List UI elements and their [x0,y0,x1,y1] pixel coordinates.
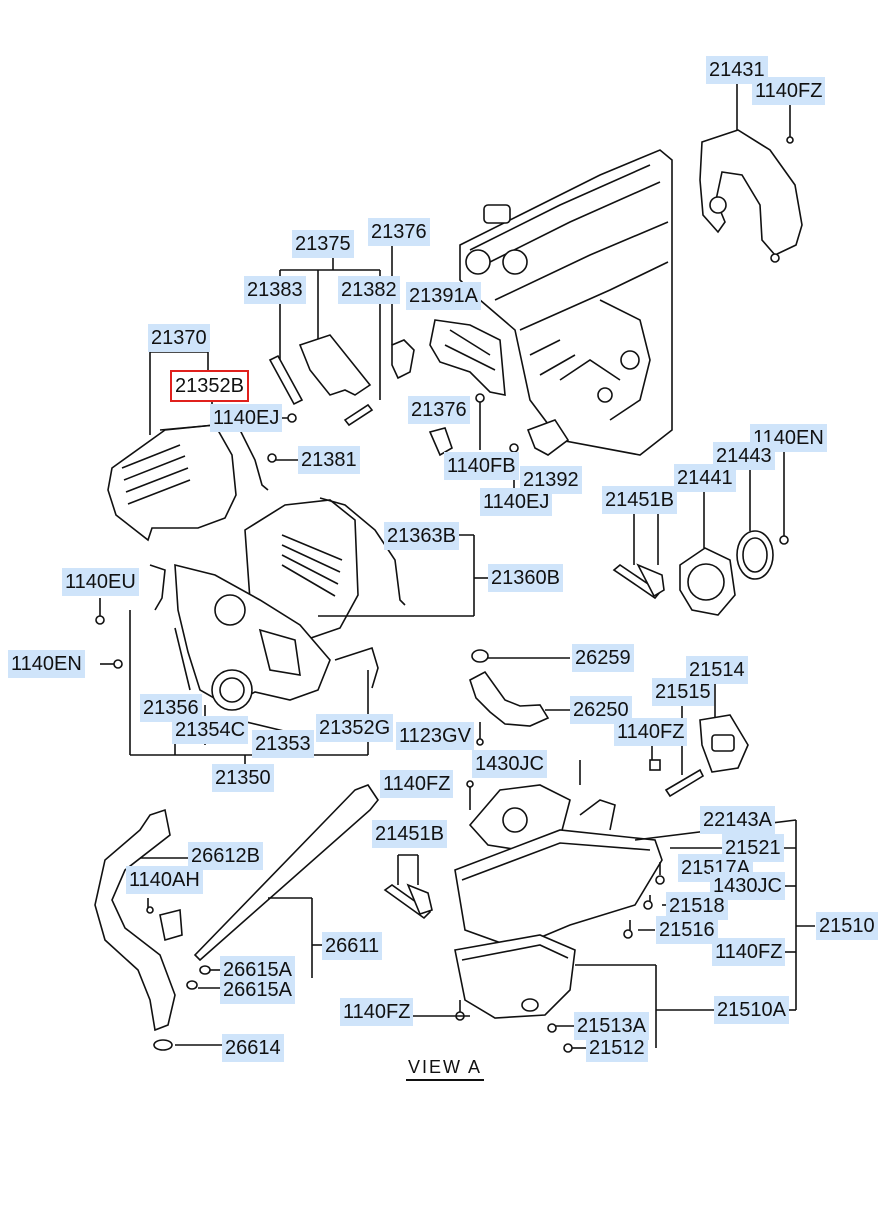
oil-pickup [469,649,570,746]
part-label-21381[interactable]: 21381 [298,446,360,474]
oil-seal-retainer [679,450,789,616]
part-label-1123GV[interactable]: 1123GV [396,722,474,750]
part-label-21443[interactable]: 21443 [713,442,775,470]
part-label-21512[interactable]: 21512 [586,1034,648,1062]
part-label-21391A[interactable]: 21391A [406,282,481,310]
seal-strips [268,245,415,427]
part-label-1430JC-top[interactable]: 1430JC [472,750,547,778]
part-label-26612B[interactable]: 26612B [188,842,263,870]
part-label-21451B-low[interactable]: 21451B [372,820,447,848]
part-label-1140FZ-right[interactable]: 1140FZ [712,938,786,966]
part-label-21376-mid[interactable]: 21376 [408,396,470,424]
part-label-26614[interactable]: 26614 [222,1034,284,1062]
part-label-26259[interactable]: 26259 [572,644,634,672]
part-label-21510A[interactable]: 21510A [714,996,789,1024]
part-label-21510[interactable]: 21510 [816,912,878,940]
part-label-1140EU[interactable]: 1140EU [62,568,139,596]
part-label-26611[interactable]: 26611 [322,932,383,960]
rear-plate-21431 [699,83,803,263]
part-label-21353[interactable]: 21353 [252,730,314,758]
gasket-21514 [649,680,749,798]
part-label-21518[interactable]: 21518 [666,892,728,920]
part-label-21515[interactable]: 21515 [652,678,714,706]
part-label-1140AH[interactable]: 1140AH [126,866,203,894]
oil-pan-upper [454,760,797,949]
bracket-21510 [412,820,815,1017]
part-label-21375[interactable]: 21375 [292,230,354,258]
oil-pan-lower [454,934,714,1053]
bracket-21451B-top [612,511,665,600]
part-label-1140EJ-mid[interactable]: 1140EJ [480,488,553,516]
part-label-21451B-top[interactable]: 21451B [602,486,677,514]
part-label-21363B[interactable]: 21363B [384,522,459,550]
dipstick-tube [94,784,379,1051]
part-label-21383[interactable]: 21383 [244,276,306,304]
bracket-21451B-low [383,854,433,920]
timing-cover-lower [95,563,379,768]
part-label-21441[interactable]: 21441 [674,464,736,492]
part-label-1140FZ-top[interactable]: 1140FZ [752,77,826,105]
part-label-1140FZ-pan[interactable]: 1140FZ [380,770,454,798]
part-label-21350[interactable]: 21350 [212,764,274,792]
part-label-21360B[interactable]: 21360B [488,564,563,592]
part-label-22143A[interactable]: 22143A [700,806,775,834]
part-label-1140FZ-mid[interactable]: 1140FZ [614,718,688,746]
view-a-caption: VIEW A [406,1057,485,1081]
part-label-21516[interactable]: 21516 [656,916,718,944]
part-label-21382[interactable]: 21382 [338,276,400,304]
part-label-21352B-selected[interactable]: 21352B [170,370,249,402]
part-label-21376-top[interactable]: 21376 [368,218,430,246]
part-label-26615A-2[interactable]: 26615A [220,976,295,1004]
part-label-1140FZ-bottom[interactable]: 1140FZ [340,998,414,1026]
engine-block-illustration [459,149,673,456]
part-label-1140FB[interactable]: 1140FB [444,452,519,480]
part-label-1140EN-left[interactable]: 1140EN [8,650,85,678]
part-label-21370[interactable]: 21370 [148,324,210,352]
part-label-1140EJ-left[interactable]: 1140EJ [210,404,283,432]
bracket-21391A [428,319,570,490]
part-label-21352G[interactable]: 21352G [316,714,394,742]
part-label-21354C[interactable]: 21354C [172,716,249,744]
